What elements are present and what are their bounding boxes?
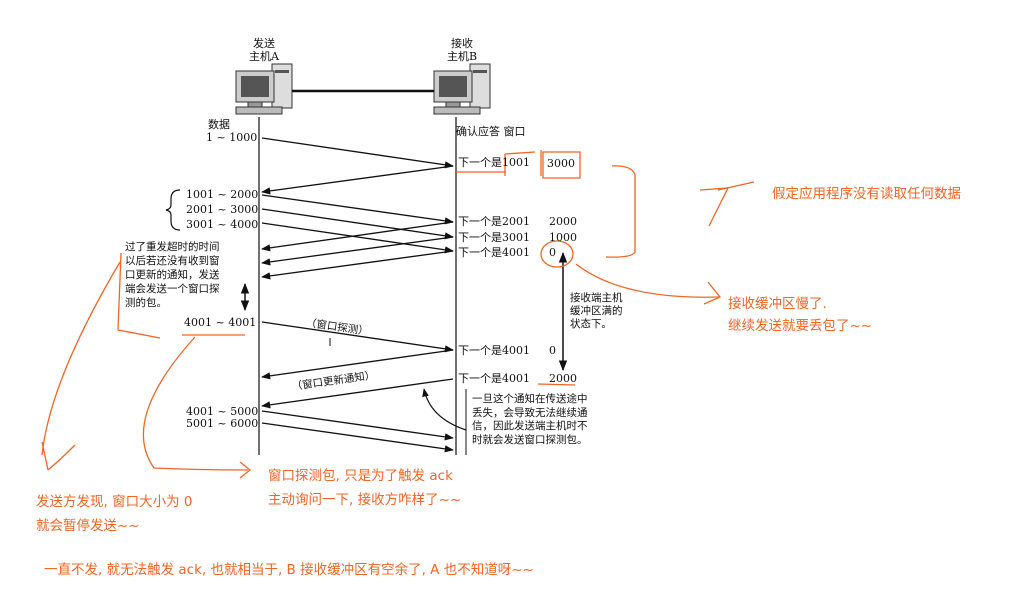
left-brace	[165, 189, 181, 231]
arrow-ack-1	[261, 165, 454, 195]
range-label: 5001 ~ 6000	[186, 417, 259, 430]
range-label: 2001 ~ 3000	[186, 203, 259, 216]
arrow-probe-ack	[261, 349, 454, 380]
timeout-note: 过了重发超时的时间 以后若还没有收到窗 口更新的通知，发送 端会发送一个窗口探 …	[125, 241, 220, 309]
ack-label: 下一个是2001	[458, 215, 530, 228]
window-value: 2000	[549, 215, 577, 228]
ack-label: 下一个是4001	[458, 372, 530, 385]
ack-label: 下一个是3001	[458, 231, 530, 244]
ack-label: 下一个是1001	[458, 156, 530, 169]
arrow-data-1	[261, 137, 454, 169]
arrow-window-update	[261, 378, 454, 409]
ack-label: 下一个是4001	[458, 344, 530, 357]
annotation-sender-zero-1: 发送方发现, 窗口大小为 0	[36, 494, 193, 510]
annotation-sender-zero-2: 就会暂停发送~~	[36, 518, 140, 534]
window-value: 1000	[549, 231, 577, 244]
annotation-strokes	[41, 150, 755, 479]
arrow-ack-4	[261, 250, 454, 280]
arrow-data-5	[261, 410, 454, 441]
annotation-bottom: 一直不发, 就无法触发 ack, 也就相当于, B 接收缓冲区有空余了, A 也…	[44, 562, 534, 578]
data-column-header: 数据	[208, 118, 230, 131]
annotation-probe-2: 主动询问一下, 接收方咋样了~~	[268, 492, 462, 508]
range-label: 1001 ~ 2000	[186, 188, 259, 201]
range-label: 4001 ~ 5000	[186, 405, 259, 418]
window-value: 0	[549, 246, 556, 259]
ack-window-header: 确认应答 窗口	[456, 125, 526, 138]
sender-host-label: 发送 主机A	[249, 37, 279, 63]
annotation-app-not-reading: 假定应用程序没有读取任何数据	[772, 186, 961, 202]
ack-label: 下一个是4001	[458, 246, 530, 259]
arrow-ack-2	[261, 221, 454, 252]
note-pointer-arrow	[422, 388, 467, 431]
sender-label-line1: 发送	[252, 37, 275, 50]
arrow-data-4	[261, 222, 454, 254]
range-label: 4001 ~ 4001	[184, 316, 257, 329]
receiver-computer-icon	[433, 63, 491, 115]
arrow-ack-3	[261, 236, 454, 266]
arrow-data-3	[261, 208, 454, 240]
sender-computer-icon	[235, 63, 293, 115]
window-value: 2000	[549, 372, 577, 385]
range-label: 1 ~ 1000	[206, 131, 258, 144]
annotation-slow-buffer-2: 继续发送就要丢包了~~	[728, 318, 873, 334]
arrow-data-6	[261, 422, 454, 453]
arrow-window-probe	[261, 321, 454, 353]
lost-update-note: 一旦这个通知在传送途中 丢失，会导致无法继续通 信，因此发送端主机时不 时就会发…	[472, 393, 588, 446]
sender-label-line2: 主机A	[249, 50, 279, 63]
range-label: 3001 ~ 4000	[186, 218, 259, 231]
receiver-host-label: 接收 主机B	[447, 37, 477, 63]
window-value: 0	[549, 344, 556, 357]
buffer-full-note: 接收端主机 缓冲区满的 状态下。	[570, 292, 623, 330]
annotation-probe-1: 窗口探测包, 只是为了触发 ack	[268, 468, 453, 484]
arrow-data-2	[261, 194, 454, 225]
receiver-label-line2: 主机B	[447, 50, 478, 63]
receiver-label-line1: 接收	[451, 37, 474, 50]
window-value: 3000	[547, 157, 575, 170]
annotation-slow-buffer-1: 接收缓冲区慢了.	[728, 296, 827, 312]
